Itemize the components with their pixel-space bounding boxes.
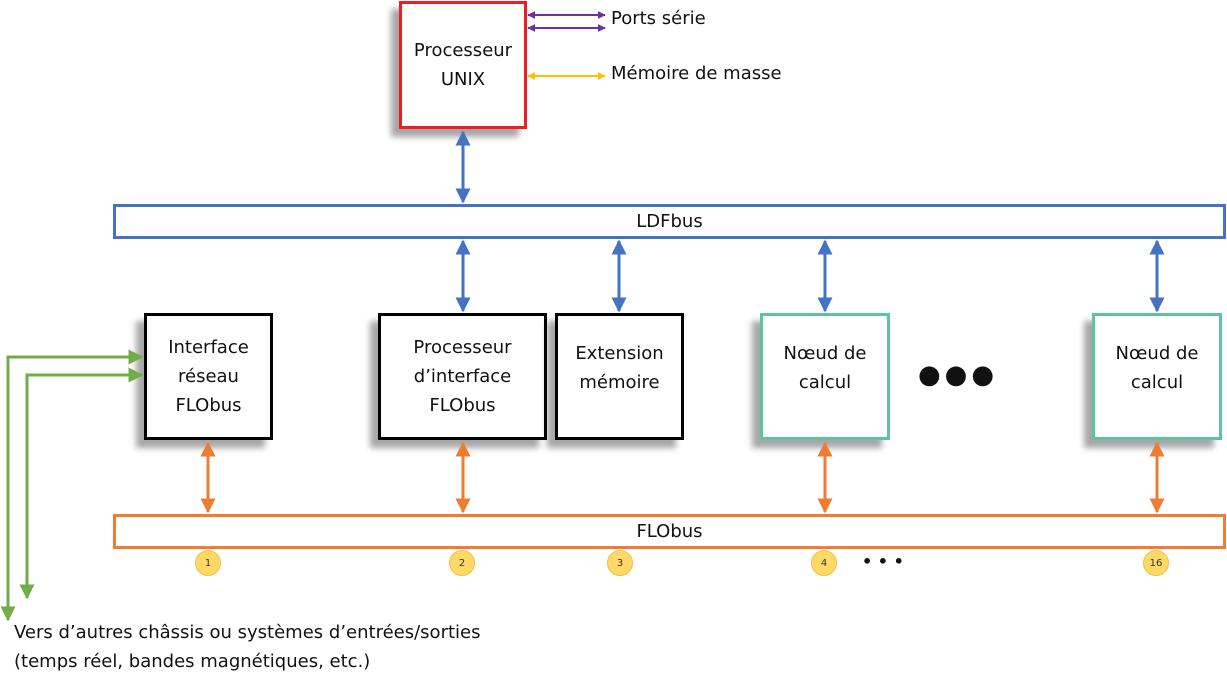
compute-node-box-first: Nœud de calcul <box>760 313 890 440</box>
slot-badge-4: 4 <box>811 550 837 576</box>
unix-processor-label: Processeur UNIX <box>413 40 513 90</box>
slot-badge-2: 2 <box>449 550 475 576</box>
mass-storage-label: Mémoire de masse <box>611 63 782 84</box>
external-link-outer <box>0 355 142 622</box>
serial-ports-label: Ports série <box>611 8 706 29</box>
slot-badge-16: 16 <box>1143 550 1169 576</box>
network-interface-label: Interface réseau FLObus <box>168 337 249 416</box>
interface-processor-box: Processeur d’interface FLObus <box>378 313 547 440</box>
network-interface-box: Interface réseau FLObus <box>144 313 273 440</box>
flobus-label: FLObus <box>636 521 703 542</box>
compute-node-box-last: Nœud de calcul <box>1092 313 1222 440</box>
compute-node-label-first: Nœud de calcul <box>783 342 867 393</box>
slot-badge-3: 3 <box>607 550 633 576</box>
ldfbus-label: LDFbus <box>636 211 703 232</box>
compute-node-label-last: Nœud de calcul <box>1115 342 1199 393</box>
unix-processor-box: Processeur UNIX <box>399 1 527 129</box>
interface-processor-label: Processeur d’interface FLObus <box>413 337 512 416</box>
slot-ellipsis: • • • <box>862 552 904 571</box>
flobus: FLObus <box>113 514 1226 549</box>
ldfbus: LDFbus <box>113 204 1226 239</box>
more-nodes-ellipsis: ●●● <box>918 360 999 390</box>
memory-extension-label: Extension mémoire <box>575 342 664 393</box>
slot-badge-1: 1 <box>195 550 221 576</box>
external-link-inner <box>19 373 142 600</box>
external-systems-note: Vers d’autres châssis ou systèmes d’entr… <box>14 622 481 672</box>
memory-extension-box: Extension mémoire <box>555 313 684 440</box>
